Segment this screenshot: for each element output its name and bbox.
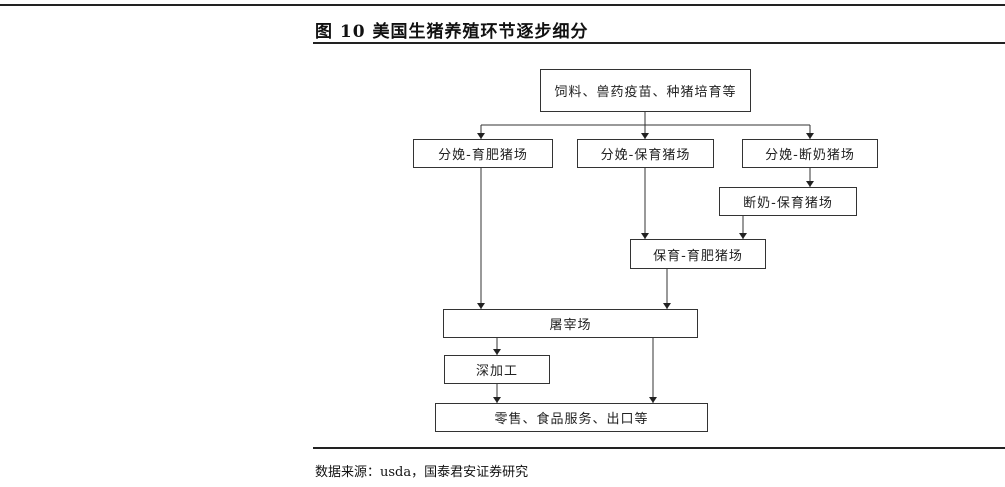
title-rule bbox=[313, 42, 1005, 44]
source-note: 数据来源：usda，国泰君安证券研究 bbox=[315, 465, 529, 480]
node-farrow-to-feeder: 分娩-保育猪场 bbox=[577, 139, 714, 168]
node-retail: 零售、食品服务、出口等 bbox=[435, 403, 708, 432]
node-farrow-to-finish: 分娩-育肥猪场 bbox=[413, 139, 553, 168]
bottom-rule bbox=[313, 447, 1005, 449]
top-rule bbox=[0, 4, 1005, 6]
node-farrow-to-wean: 分娩-断奶猪场 bbox=[742, 139, 878, 168]
figure-title: 图 10 美国生猪养殖环节逐步细分 bbox=[315, 22, 589, 42]
node-processing: 深加工 bbox=[444, 355, 550, 384]
node-feeder-to-finish: 保育-育肥猪场 bbox=[630, 239, 766, 269]
node-slaughterhouse: 屠宰场 bbox=[443, 309, 698, 338]
node-inputs: 饲料、兽药疫苗、种猪培育等 bbox=[540, 69, 751, 112]
node-wean-to-feeder: 断奶-保育猪场 bbox=[719, 187, 857, 216]
